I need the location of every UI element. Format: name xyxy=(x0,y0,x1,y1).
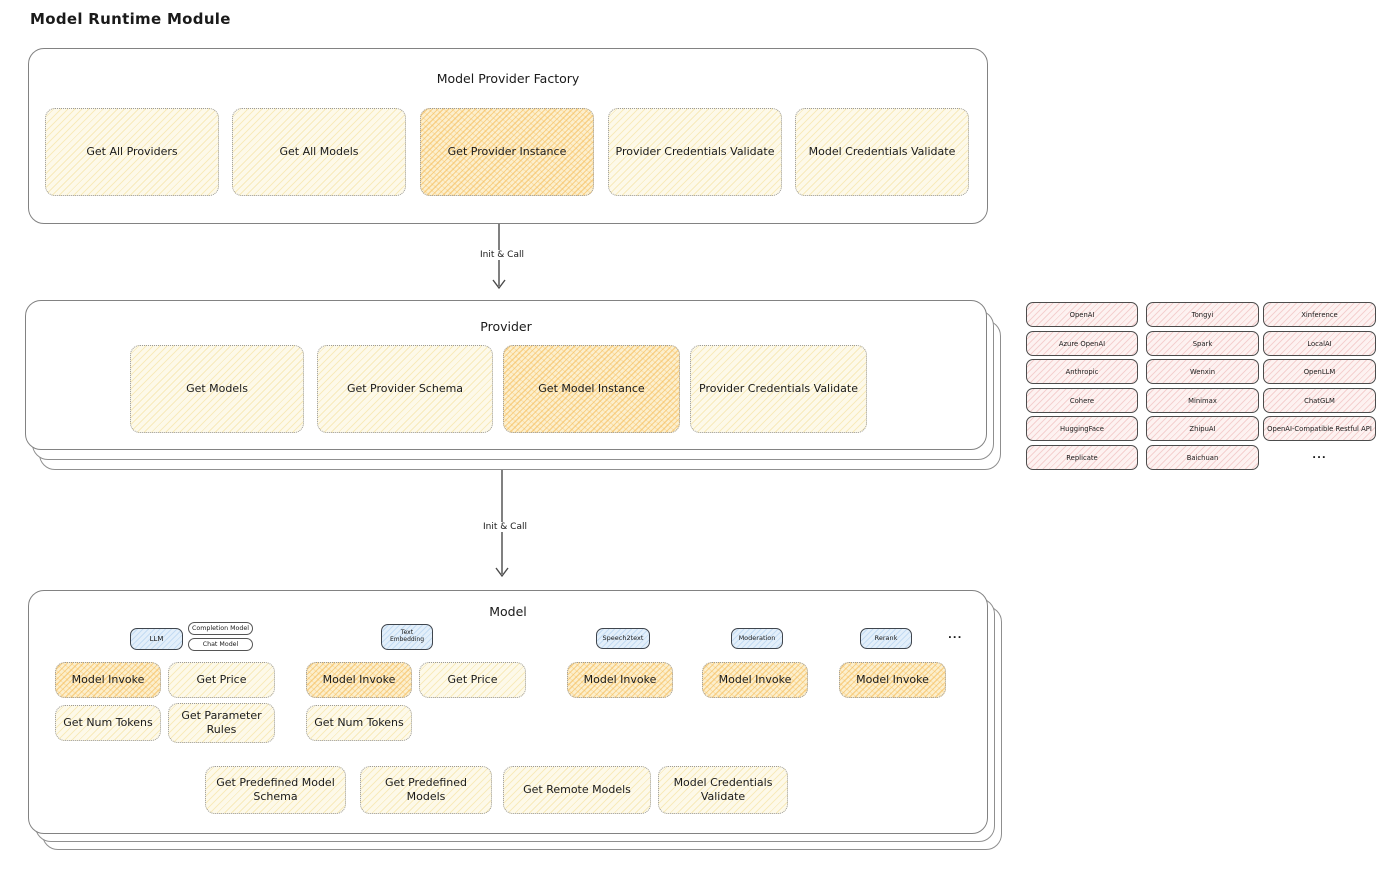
provider-title: Provider xyxy=(480,319,532,334)
op-model-invoke-rerank: Model Invoke xyxy=(839,662,946,698)
op-get-num-tokens-embedding: Get Num Tokens xyxy=(306,705,412,741)
chip-spark: Spark xyxy=(1146,331,1259,356)
chip-baichuan: Baichuan xyxy=(1146,445,1259,470)
arrow-label-init-call-2: Init & Call xyxy=(467,522,543,532)
op-model-invoke-moderation: Model Invoke xyxy=(702,662,808,698)
pill-moderation: Moderation xyxy=(731,628,783,649)
chip-localai: LocalAI xyxy=(1263,331,1376,356)
pill-chat-model: Chat Model xyxy=(188,638,253,651)
op-get-predefined-model-schema: Get Predefined Model Schema xyxy=(205,766,346,814)
op-model-invoke-speech2text: Model Invoke xyxy=(567,662,673,698)
op-get-provider-schema: Get Provider Schema xyxy=(317,345,493,433)
op-get-remote-models: Get Remote Models xyxy=(503,766,651,814)
chip-openai: OpenAI xyxy=(1026,302,1138,327)
pill-rerank: Rerank xyxy=(860,628,912,649)
chip-tongyi: Tongyi xyxy=(1146,302,1259,327)
chip-chatglm: ChatGLM xyxy=(1263,388,1376,413)
pill-text-embedding: Text Embedding xyxy=(381,624,433,650)
arrow-label-init-call-1: Init & Call xyxy=(464,250,540,260)
factory-title: Model Provider Factory xyxy=(436,71,580,86)
op-get-all-models: Get All Models xyxy=(232,108,406,196)
model-title: Model xyxy=(489,604,527,619)
op-get-model-instance: Get Model Instance xyxy=(503,345,680,433)
op-get-price-llm: Get Price xyxy=(168,662,275,698)
providers-more-ellipsis: ... xyxy=(1312,450,1327,461)
op-model-invoke-embedding: Model Invoke xyxy=(306,662,412,698)
pill-completion-model: Completion Model xyxy=(188,622,253,635)
chip-cohere: Cohere xyxy=(1026,388,1138,413)
op-get-parameter-rules: Get Parameter Rules xyxy=(168,703,275,743)
op-get-num-tokens-llm: Get Num Tokens xyxy=(55,705,161,741)
op-get-all-providers: Get All Providers xyxy=(45,108,219,196)
op-provider-credentials-validate-2: Provider Credentials Validate xyxy=(690,345,867,433)
chip-wenxin: Wenxin xyxy=(1146,359,1259,384)
chip-zhipuai: ZhipuAI xyxy=(1146,416,1259,441)
chip-xinference: Xinference xyxy=(1263,302,1376,327)
chip-openllm: OpenLLM xyxy=(1263,359,1376,384)
op-get-provider-instance: Get Provider Instance xyxy=(420,108,594,196)
chip-anthropic: Anthropic xyxy=(1026,359,1138,384)
op-model-credentials-validate: Model Credentials Validate xyxy=(795,108,969,196)
op-get-price-embedding: Get Price xyxy=(419,662,526,698)
pill-speech2text: Speech2text xyxy=(596,628,650,649)
chip-huggingface: HuggingFace xyxy=(1026,416,1138,441)
op-get-models: Get Models xyxy=(130,345,304,433)
arrow-factory-to-provider xyxy=(492,224,506,290)
diagram-title: Model Runtime Module xyxy=(30,10,231,28)
op-get-predefined-models: Get Predefined Models xyxy=(360,766,492,814)
pill-llm: LLM xyxy=(130,628,183,650)
op-provider-credentials-validate: Provider Credentials Validate xyxy=(608,108,782,196)
chip-azure-openai: Azure OpenAI xyxy=(1026,331,1138,356)
chip-minimax: Minimax xyxy=(1146,388,1259,413)
chip-replicate: Replicate xyxy=(1026,445,1138,470)
op-model-invoke-llm: Model Invoke xyxy=(55,662,161,698)
op-model-credentials-validate-2: Model Credentials Validate xyxy=(658,766,788,814)
chip-openai-compatible-restful-api: OpenAI-Compatible Restful API xyxy=(1263,416,1376,441)
model-types-more-ellipsis: ... xyxy=(948,630,963,641)
